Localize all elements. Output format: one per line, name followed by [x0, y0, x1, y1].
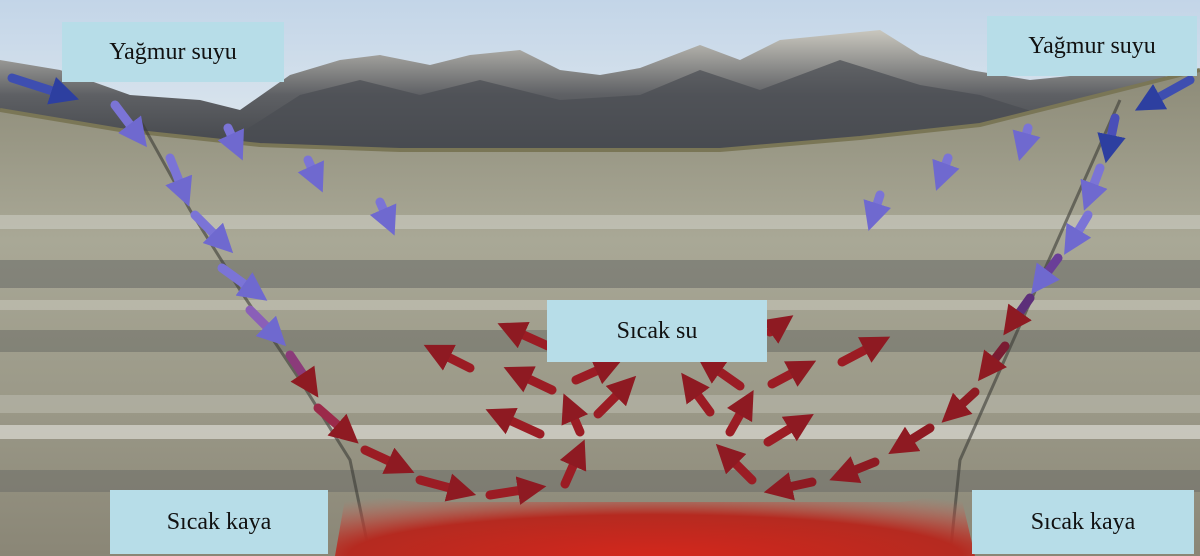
label-rainwater-left: Yağmur suyu: [62, 22, 284, 82]
label-hot-water: Sıcak su: [547, 300, 767, 362]
label-rainwater-right: Yağmur suyu: [987, 16, 1197, 76]
label-hot-rock-right: Sıcak kaya: [972, 490, 1194, 554]
label-hot-rock-left: Sıcak kaya: [110, 490, 328, 554]
